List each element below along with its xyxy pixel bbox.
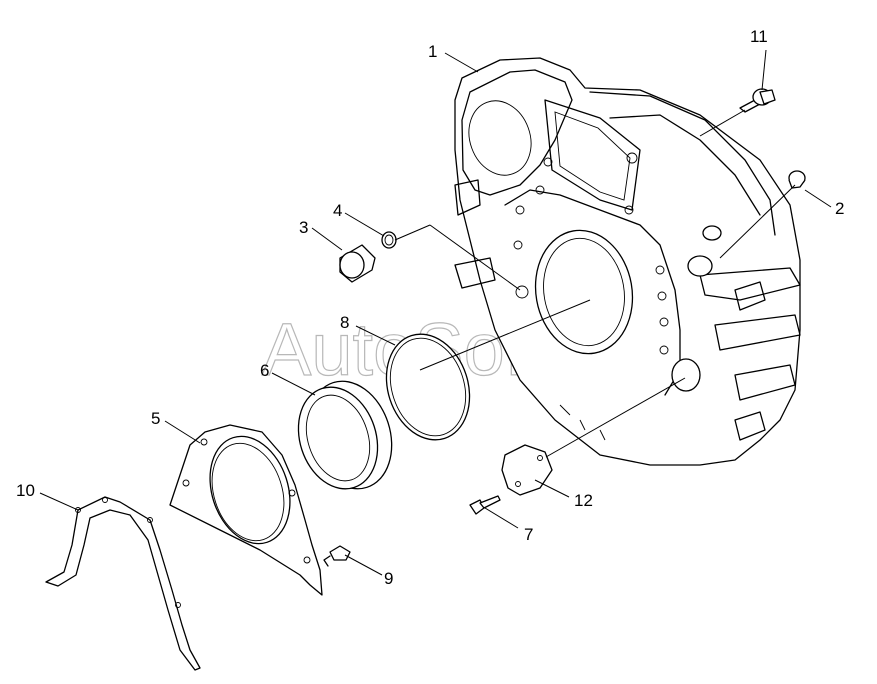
part-7-bolt[interactable] bbox=[469, 495, 501, 515]
part-4-o-ring[interactable] bbox=[381, 231, 397, 249]
part-11-bolt[interactable] bbox=[739, 88, 776, 113]
callout-1: 1 bbox=[428, 42, 437, 61]
callout-2: 2 bbox=[835, 199, 844, 218]
callout-9: 9 bbox=[384, 569, 393, 588]
part-1-flywheel-housing[interactable] bbox=[454, 57, 801, 466]
leader-lines bbox=[39, 49, 832, 576]
part-6-oil-seal[interactable] bbox=[286, 370, 405, 499]
callout-7: 7 bbox=[524, 525, 533, 544]
part-9-screw[interactable] bbox=[323, 545, 351, 567]
callout-6: 6 bbox=[260, 361, 269, 380]
callout-4: 4 bbox=[333, 201, 342, 220]
callout-12: 12 bbox=[574, 491, 593, 510]
callout-8: 8 bbox=[340, 313, 349, 332]
callout-11: 11 bbox=[750, 27, 768, 46]
part-5-seal-carrier[interactable] bbox=[169, 424, 323, 596]
part-8-seal-ring[interactable] bbox=[373, 323, 482, 450]
callout-5: 5 bbox=[151, 409, 160, 428]
part-10-gasket[interactable] bbox=[45, 496, 201, 671]
callout-10: 10 bbox=[16, 481, 35, 500]
callout-3: 3 bbox=[299, 218, 308, 237]
part-12-cover-plate[interactable] bbox=[501, 444, 553, 496]
callout-labels: 1 11 2 3 4 8 6 5 10 9 12 7 bbox=[16, 27, 844, 588]
part-3-cap[interactable] bbox=[339, 244, 376, 283]
part-2-plug[interactable] bbox=[788, 170, 806, 189]
